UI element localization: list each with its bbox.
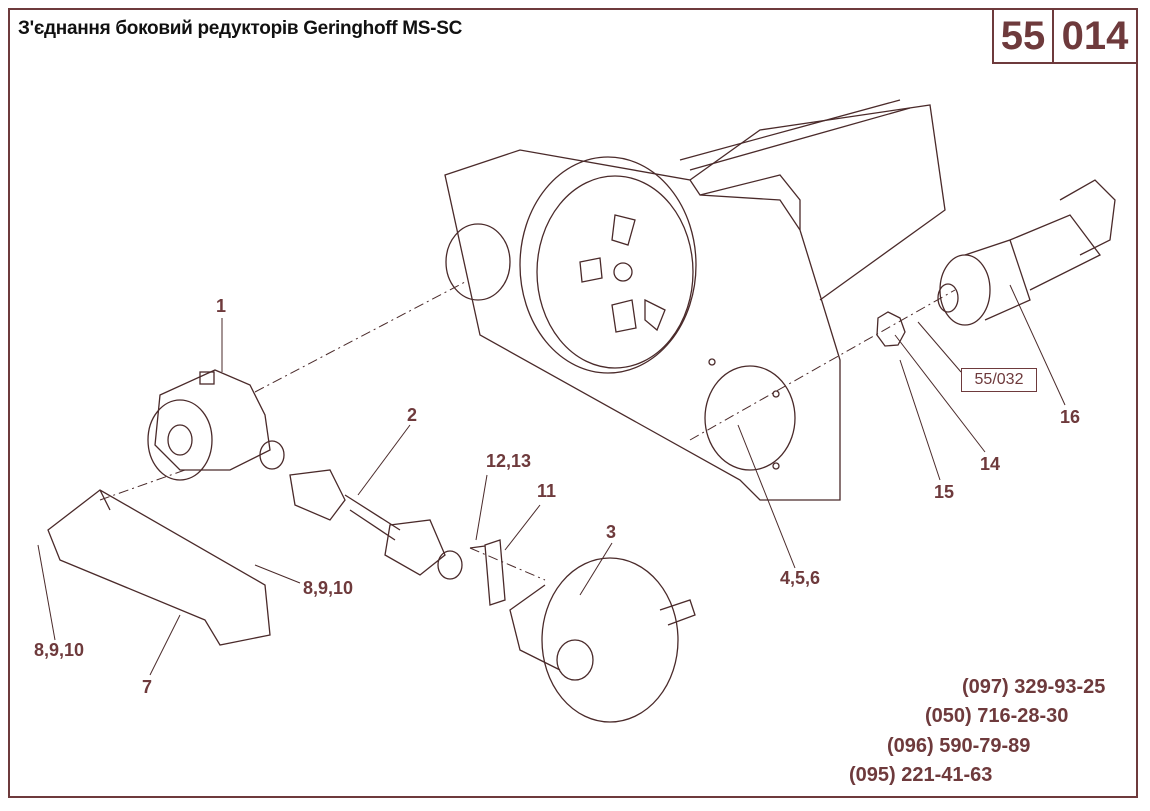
bracket — [469, 539, 506, 606]
phone-3: (096) 590-79-89 — [887, 735, 1031, 757]
angle-gearbox — [147, 369, 285, 481]
callout-4-5-6: 4,5,6 — [780, 568, 821, 588]
page-number: 014 — [1061, 13, 1129, 58]
page-title: З'єднання боковий редукторів Geringhoff … — [18, 18, 463, 39]
callout-14: 14 — [980, 454, 1001, 474]
reference-box: 55/032 — [961, 368, 1037, 392]
callout-8-9-10-b: 8,9,10 — [34, 640, 85, 660]
phone-4: (095) 221-41-63 — [849, 764, 993, 786]
callout-16: 16 — [1060, 407, 1081, 427]
drawing-frame — [8, 8, 1138, 798]
callout-2: 2 — [407, 405, 418, 425]
page-code-box: 55 014 — [992, 8, 1138, 64]
callout-7: 7 — [142, 677, 153, 697]
output-gearbox — [509, 557, 696, 723]
callout-8-9-10-a: 8,9,10 — [303, 578, 354, 598]
callout-15: 15 — [934, 482, 955, 502]
callout-12-13: 12,13 — [486, 451, 532, 471]
phone-1: (097) 329-93-25 — [962, 676, 1106, 698]
callout-11: 11 — [537, 481, 557, 501]
section-number: 55 — [994, 10, 1054, 62]
phone-2: (050) 716-28-30 — [925, 705, 1069, 727]
callout-1: 1 — [216, 296, 227, 316]
guard-cover — [47, 489, 271, 646]
side-gearbox-housing — [444, 99, 946, 501]
callout-3: 3 — [606, 522, 617, 542]
sprocket — [876, 311, 906, 347]
pto-shaft — [937, 179, 1116, 326]
cardan-shaft — [289, 469, 463, 580]
